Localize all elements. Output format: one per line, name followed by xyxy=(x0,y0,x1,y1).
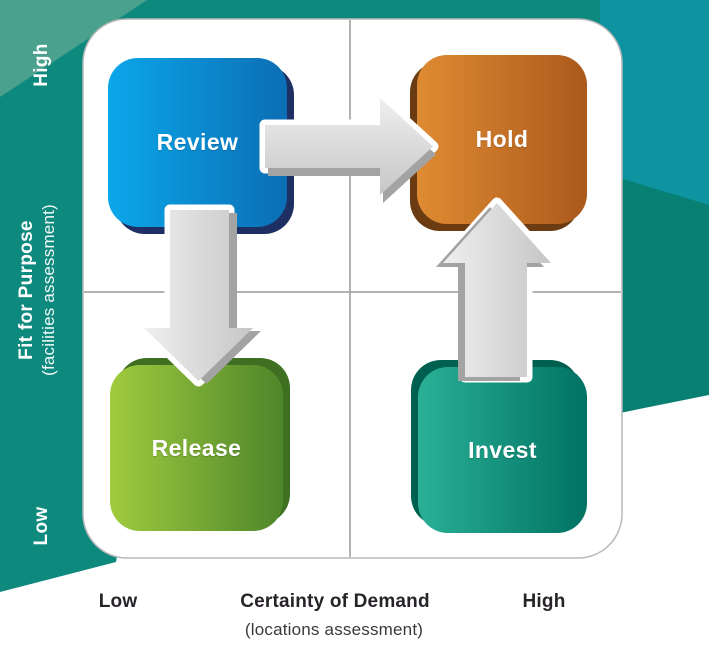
y-axis-low-label: Low xyxy=(31,506,52,546)
arrow-review-to-hold-face xyxy=(265,98,433,195)
arrow-review-to-release-face xyxy=(144,210,253,381)
arrow-invest-to-hold-face xyxy=(443,203,551,377)
quadrant-hold-label: Hold xyxy=(475,126,529,152)
arrow-review-to-hold xyxy=(259,92,439,203)
quadrant-review xyxy=(108,58,287,227)
y-axis-title-block: Fit for Purpose (facilities assessment) xyxy=(13,160,61,420)
quadrant-release xyxy=(110,365,283,531)
quadrant-invest xyxy=(418,367,587,533)
arrow-review-to-release xyxy=(138,204,261,387)
teal-right-panel-light xyxy=(600,0,709,205)
quadrant-release-label: Release xyxy=(151,434,242,461)
x-axis-subtitle: (locations assessment) xyxy=(244,620,424,639)
arrow-invest-to-hold xyxy=(436,197,557,383)
quadrant-review-label: Review xyxy=(156,129,239,155)
y-axis-title: Fit for Purpose xyxy=(15,220,37,360)
quadrant-hold xyxy=(417,55,587,224)
y-axis-high-label: High xyxy=(31,43,52,87)
x-axis-low-label: Low xyxy=(98,591,138,612)
x-axis-high-label: High xyxy=(522,591,566,612)
y-axis-subtitle: (facilities assessment) xyxy=(39,204,59,376)
quadrant-invest-label: Invest xyxy=(468,436,537,463)
x-axis-title: Certainty of Demand xyxy=(240,591,430,612)
